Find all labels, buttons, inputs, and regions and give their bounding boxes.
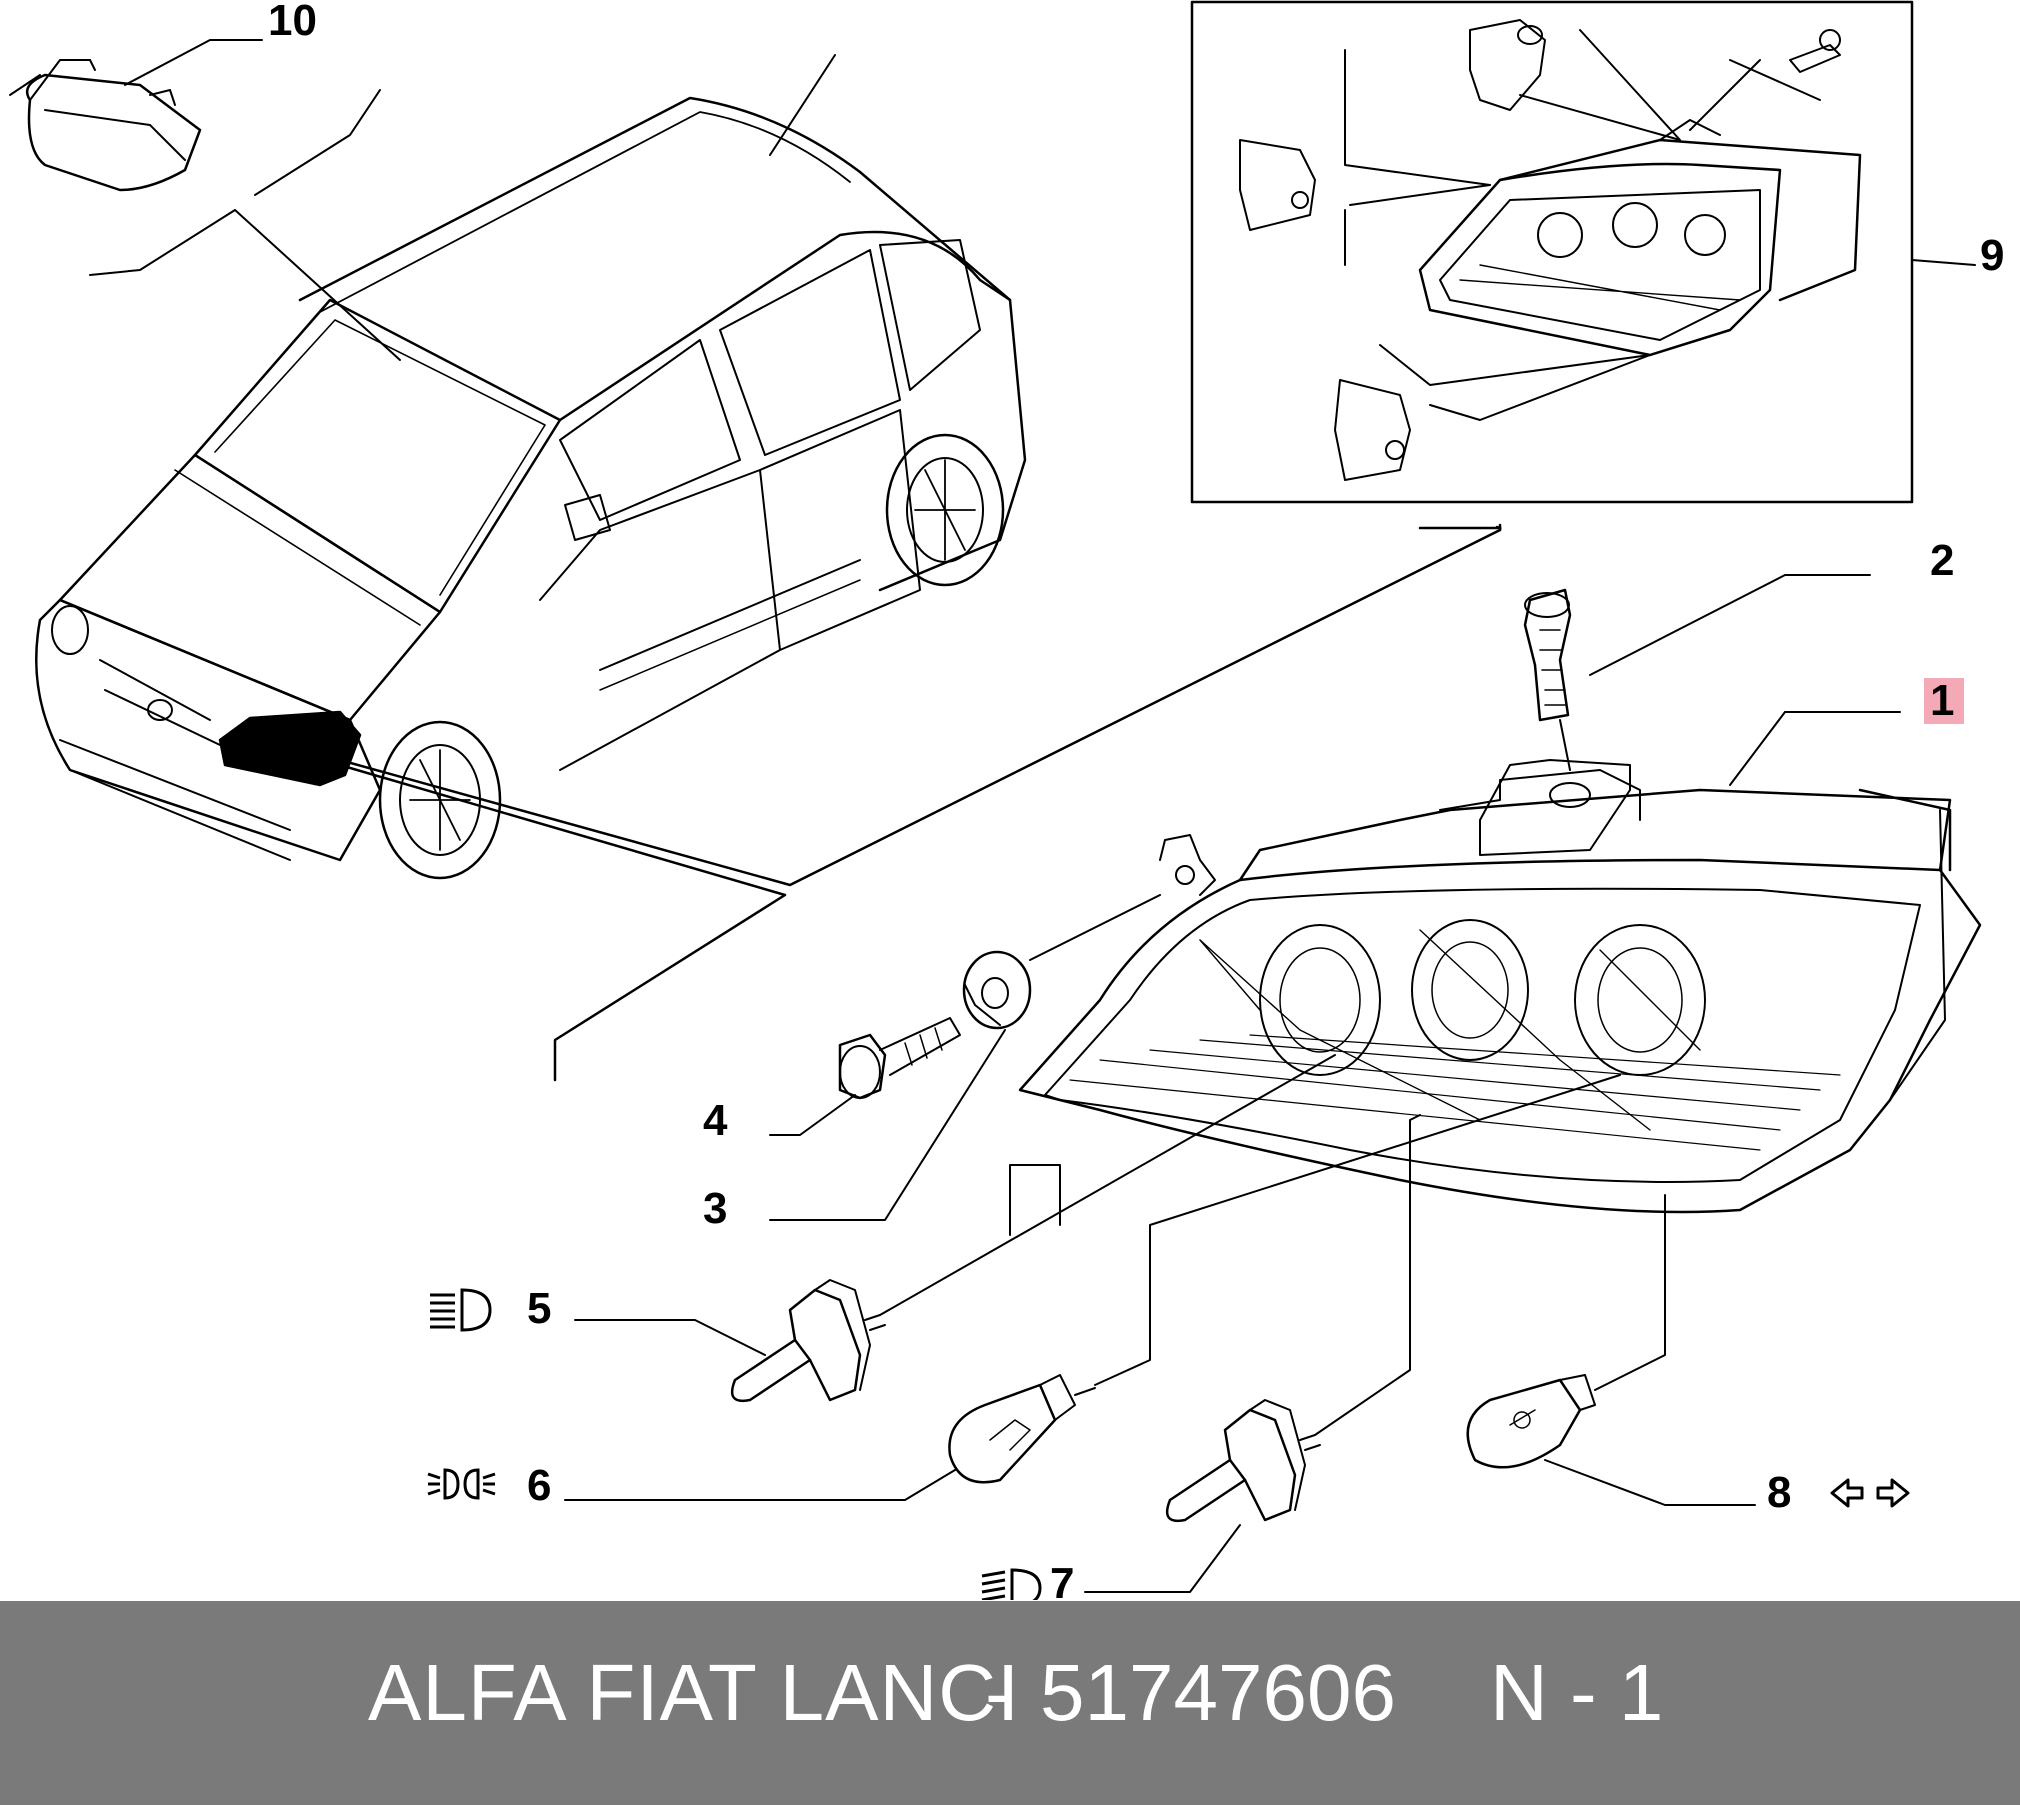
footer-bar: ALFA FIAT LANCI - 51747606 N - 1 xyxy=(0,1601,2020,1805)
part-5-bulb-h7 xyxy=(730,1279,886,1403)
footer-sheet: N - 1 xyxy=(1490,1648,1664,1737)
part-8-bulb-py21w xyxy=(1466,1374,1596,1469)
callout-9: 9 xyxy=(1980,231,2004,280)
high-beam-icon xyxy=(430,1288,492,1332)
footer-brand: ALFA FIAT LANCI xyxy=(368,1648,1021,1737)
part-6-bulb-w5w xyxy=(948,1374,1096,1484)
inset-panel xyxy=(1190,0,1914,504)
parts-diagram: 1 2 3 4 5 6 7 8 9 10 xyxy=(9,0,2004,1600)
footer-dash: - xyxy=(985,1648,1012,1737)
part-10-module xyxy=(9,59,202,192)
part-2-screw xyxy=(1523,588,1572,722)
part-9-headlamp-exploded xyxy=(1239,19,1862,481)
car-illustration xyxy=(35,54,1027,880)
callout-6: 6 xyxy=(527,1461,551,1510)
footer-part-number: 51747606 xyxy=(1040,1648,1396,1737)
leader-car-to-view xyxy=(338,763,787,1082)
callout-2: 2 xyxy=(1930,536,1954,585)
leader-7 xyxy=(1084,1524,1241,1593)
callout-8: 8 xyxy=(1767,1468,1791,1517)
leader-5 xyxy=(574,1319,766,1356)
leader-10 xyxy=(124,39,263,86)
leader-2 xyxy=(1589,574,1871,676)
callout-1-highlight xyxy=(1924,678,1964,724)
leader-9 xyxy=(1911,259,1976,266)
part-3-washer xyxy=(962,950,1032,1030)
part-1-headlamp xyxy=(1018,759,1982,1214)
callout-10: 10 xyxy=(268,0,317,45)
callout-1: 1 xyxy=(1930,676,1954,725)
part-7-bulb-h7 xyxy=(1165,1399,1321,1523)
leader-4 xyxy=(769,1094,856,1136)
diagram-canvas: 1 2 3 4 5 6 7 8 9 10 xyxy=(9,0,2004,1600)
low-beam-icon xyxy=(981,1568,1042,1600)
position-light-icon xyxy=(427,1468,496,1500)
leader-3 xyxy=(769,1029,1006,1221)
callout-5: 5 xyxy=(527,1284,551,1333)
part-4-bolt xyxy=(838,1017,961,1100)
callout-4: 4 xyxy=(703,1096,728,1145)
callout-7: 7 xyxy=(1050,1559,1074,1600)
leader-1 xyxy=(1729,711,1786,786)
callout-3: 3 xyxy=(703,1184,727,1233)
leader-6 xyxy=(564,1469,956,1501)
leader-8 xyxy=(1544,1459,1756,1506)
turn-signal-icon xyxy=(1830,1478,1910,1508)
